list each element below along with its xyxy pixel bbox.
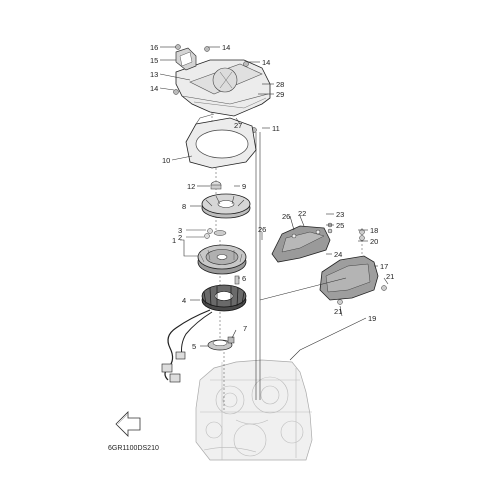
stator-4	[201, 284, 247, 312]
callout-21a: 21	[386, 272, 394, 281]
callout-24: 24	[334, 250, 342, 259]
callout-1: 1	[172, 236, 176, 245]
callout-6: 6	[242, 274, 246, 283]
callout-2: 2	[178, 233, 182, 242]
bolt-6	[234, 275, 240, 285]
callout-27: 27	[234, 121, 242, 130]
callout-8: 8	[182, 202, 186, 211]
diagram-code: 6GR1100DS210	[108, 445, 159, 452]
leader-lines	[159, 46, 389, 361]
callout-28: 28	[276, 80, 284, 89]
callout-9: 9	[242, 182, 246, 191]
callout-18: 18	[370, 226, 378, 235]
callout-29: 29	[276, 90, 284, 99]
callout-4: 4	[182, 296, 186, 305]
wire-harness	[161, 309, 213, 383]
front-arrow-icon	[115, 411, 141, 437]
callout-7: 7	[243, 324, 247, 333]
callout-14c: 14	[150, 84, 158, 93]
callout-16: 16	[150, 43, 158, 52]
cover-17	[319, 222, 387, 305]
cover-ring	[185, 113, 257, 169]
flywheel-cover	[173, 44, 271, 133]
callout-23: 23	[336, 210, 344, 219]
callout-14b: 14	[262, 58, 270, 67]
pulser-coil-5	[207, 336, 235, 351]
rotor-8	[201, 193, 251, 219]
callout-3: 3	[178, 226, 182, 235]
callout-17: 17	[380, 262, 388, 271]
callout-19: 19	[368, 314, 376, 323]
callout-5: 5	[192, 342, 196, 351]
callout-10: 10	[162, 156, 170, 165]
flywheel-1	[197, 244, 247, 275]
callouts: 16 14 15 14 13 14 28 29 27 11 10 12 9 8 …	[150, 43, 394, 351]
nut-12	[210, 181, 222, 190]
callout-13: 13	[150, 70, 158, 79]
callout-26b: 26	[258, 225, 266, 234]
callout-14a: 14	[222, 43, 230, 52]
washers-2-3	[204, 228, 227, 239]
bracket-22	[271, 225, 331, 263]
engine-block	[195, 359, 313, 461]
callout-15: 15	[150, 56, 158, 65]
callout-26a: 26	[282, 212, 290, 221]
callout-21b: 21	[334, 307, 342, 316]
callout-20: 20	[370, 237, 378, 246]
callout-25: 25	[336, 221, 344, 230]
callout-22: 22	[298, 209, 306, 218]
callout-11: 11	[272, 124, 280, 133]
callout-12: 12	[187, 182, 195, 191]
